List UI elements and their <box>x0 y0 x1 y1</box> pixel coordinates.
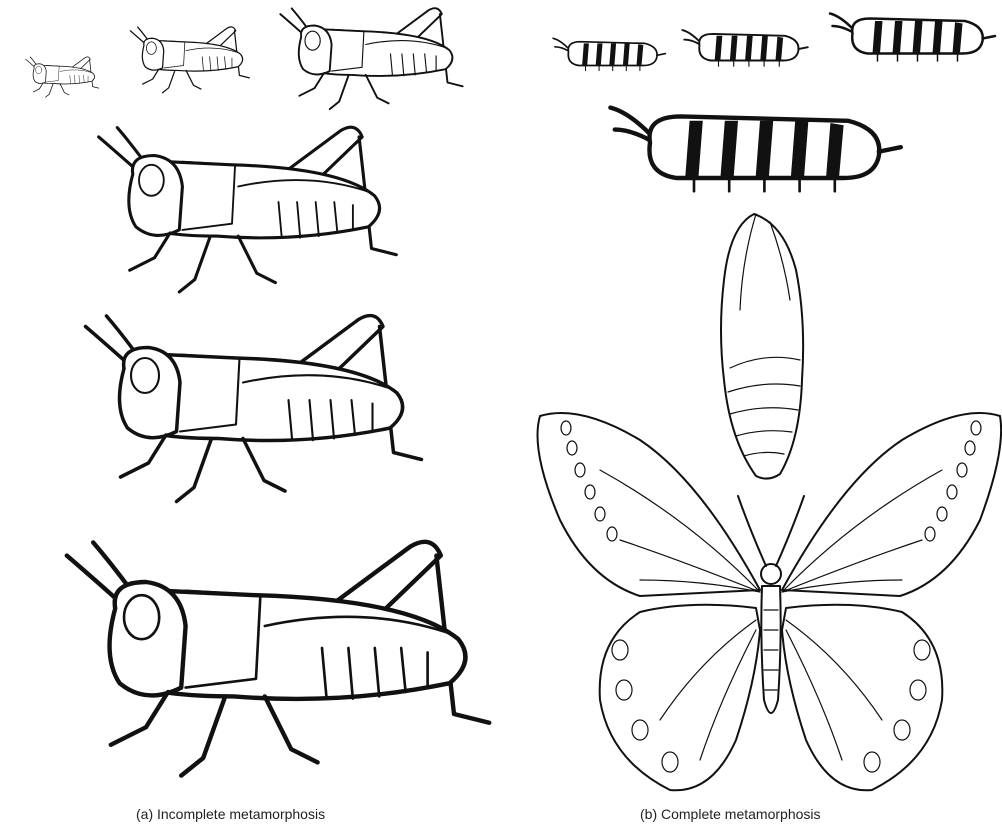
caption-complete-metamorphosis: (b) Complete metamorphosis <box>640 806 821 822</box>
nymph-4 <box>99 127 397 292</box>
nymph-2 <box>130 27 249 93</box>
pupa <box>721 214 803 479</box>
caption-incomplete-metamorphosis: (a) Incomplete metamorphosis <box>136 806 325 822</box>
nymph-3 <box>280 8 462 109</box>
larva-1 <box>553 38 665 70</box>
nymph-5 <box>86 316 422 502</box>
larva-2 <box>682 30 807 66</box>
larva-4 <box>610 108 900 192</box>
larva-3 <box>830 14 995 62</box>
nymph-1 <box>26 57 99 97</box>
adult-grasshopper <box>67 542 489 776</box>
